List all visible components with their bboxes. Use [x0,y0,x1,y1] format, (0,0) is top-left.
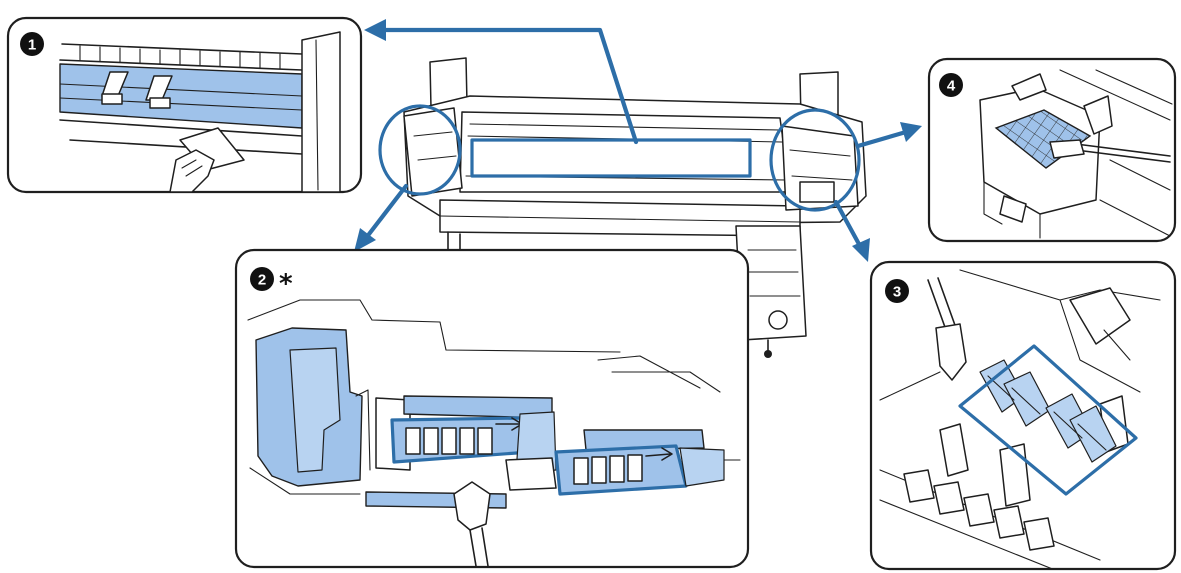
step-badge-1 [20,32,44,56]
step-number-1: 1 [28,37,36,54]
arrow-callout-icon [364,19,386,41]
print-head-rail-highlight [470,138,752,178]
arrow-callout-icon [900,122,922,142]
flushing-pad-mesh [994,109,1092,169]
left-unit-highlight-circle [378,104,462,196]
step-badge-4 [939,73,963,97]
arrow-to-step-1 [377,27,639,145]
cleaning-stick-icon [1075,143,1171,157]
step-number-3: 3 [893,284,901,301]
step-badge-3 [885,279,909,303]
step-badge-2 [250,267,274,291]
arrow-callout-icon [354,228,376,252]
step-number-4: 4 [947,78,956,95]
printer-front-cover [459,111,791,193]
arrow-to-step-3 [833,199,863,249]
arrow-to-step-2 [363,183,409,241]
arrow-to-step-4 [855,129,909,149]
arrow-callout-icon [852,238,870,262]
printer-illustration [378,57,867,358]
rail-housing [301,31,341,192]
step-number-2: 2 [258,272,266,289]
panel-step-2: 2 * [234,248,750,569]
panel-step-1: 1 [6,16,363,194]
callout-arrows [354,19,922,262]
panel-step-3: 3 [869,260,1177,571]
panel-step-4: 4 [927,57,1177,243]
cleaning-stick-icon [927,279,947,331]
hand-icon [169,149,215,192]
caps-highlight-outline [958,344,1138,496]
cleaning-stick-icon [453,481,491,531]
step-note-asterisk: * [279,269,293,299]
printer-left-unit [403,107,463,197]
right-unit-highlight-circle [769,108,861,212]
